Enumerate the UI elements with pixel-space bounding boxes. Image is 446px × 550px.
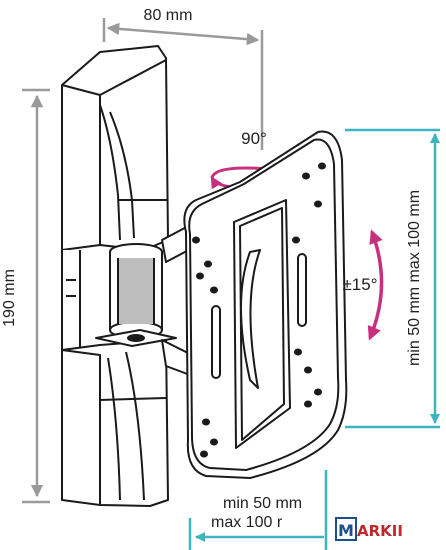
tilt-label: ±15° bbox=[342, 275, 377, 294]
vesa-horizontal-label-line1: min 50 mm bbox=[223, 495, 302, 512]
vesa-vertical-dimension bbox=[345, 128, 440, 429]
markii-logo: M ARKII bbox=[335, 517, 403, 541]
vesa-plate bbox=[183, 130, 348, 479]
vesa-vertical-label: min 50 mm max 100 mm bbox=[406, 190, 423, 366]
swivel-arm bbox=[95, 221, 201, 379]
logo-text: ARKII bbox=[357, 522, 403, 540]
height-label: 190 mm bbox=[1, 269, 18, 327]
top-width-label: 80 mm bbox=[144, 7, 193, 24]
vesa-horizontal-dimension bbox=[188, 470, 328, 550]
vesa-horizontal-label-line2: max 100 r bbox=[211, 514, 283, 531]
height-dimension bbox=[22, 88, 50, 504]
logo-m-letter: M bbox=[338, 521, 354, 540]
logo-m-box bbox=[335, 517, 357, 541]
top-width-dimension bbox=[102, 18, 264, 150]
rotation-label: 90° bbox=[241, 129, 267, 148]
wall-plate bbox=[61, 45, 169, 507]
tilt-arrow bbox=[367, 229, 384, 341]
